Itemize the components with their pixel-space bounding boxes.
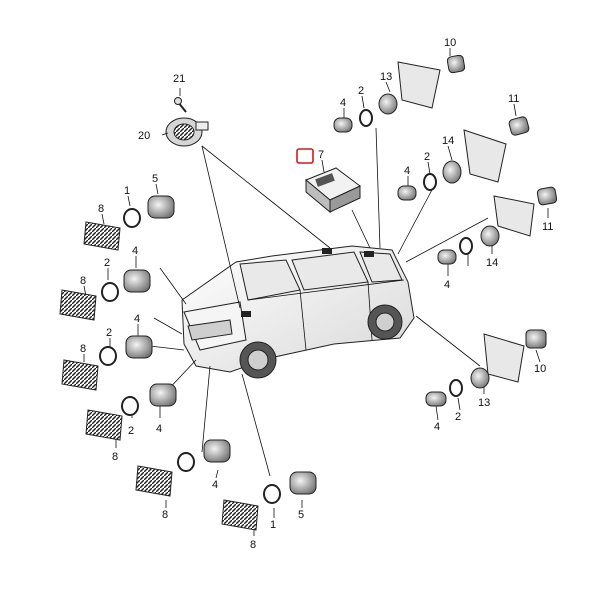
callout-20: 20 bbox=[138, 130, 150, 142]
callout-2-bottom: 2 bbox=[455, 411, 461, 423]
callout-8-left-d: 8 bbox=[112, 451, 118, 463]
callout-14-upper: 14 bbox=[442, 135, 454, 147]
callout-5-left-f: 5 bbox=[298, 509, 304, 521]
highlight-box bbox=[296, 148, 314, 164]
callout-4-bottom: 4 bbox=[434, 421, 440, 433]
callout-13-top: 13 bbox=[380, 71, 392, 83]
callout-7: 7 bbox=[318, 149, 324, 161]
screw-21 bbox=[174, 97, 187, 113]
callout-2-top: 2 bbox=[358, 85, 364, 97]
callout-10-bottom: 10 bbox=[534, 363, 546, 375]
callout-8-left-b: 8 bbox=[80, 275, 86, 287]
callout-2-upper: 2 bbox=[424, 151, 430, 163]
callout-labels: 21 20 7 10 13 2 4 11 14 2 4 11 14 4 10 1… bbox=[80, 37, 553, 551]
callout-4-left-e: 4 bbox=[212, 479, 218, 491]
callout-1-left-f: 1 bbox=[270, 519, 276, 531]
sensor-assembly-right-upper-mid bbox=[397, 116, 530, 201]
sensor-assembly-left-4 bbox=[85, 383, 177, 441]
control-module-7 bbox=[305, 167, 361, 214]
callout-2-left-c: 2 bbox=[106, 327, 112, 339]
callout-4-left-d: 4 bbox=[156, 423, 162, 435]
sensor-assembly-right-bottom bbox=[425, 329, 547, 407]
callout-4-left-c: 4 bbox=[134, 313, 140, 325]
vehicle-illustration bbox=[181, 245, 415, 379]
callout-14-lower: 14 bbox=[486, 257, 498, 269]
callout-5-left-a: 5 bbox=[152, 173, 158, 185]
callout-4-left-b: 4 bbox=[132, 245, 138, 257]
sensor-assembly-left-5 bbox=[135, 439, 231, 497]
callout-8-left-e: 8 bbox=[162, 509, 168, 521]
warning-buzzer-20 bbox=[165, 117, 209, 147]
callout-2-left-b: 2 bbox=[104, 257, 110, 269]
leader-lines bbox=[83, 48, 549, 536]
sensor-assembly-right-top bbox=[333, 54, 466, 133]
callout-10-top: 10 bbox=[444, 37, 456, 49]
callout-4-lower: 4 bbox=[444, 279, 450, 291]
callout-11-upper: 11 bbox=[508, 93, 519, 105]
callout-4-top: 4 bbox=[340, 97, 346, 109]
callout-4-upper: 4 bbox=[404, 165, 410, 177]
callout-11-lower: 11 bbox=[542, 221, 553, 233]
callout-8-left-c: 8 bbox=[80, 343, 86, 355]
callout-21: 21 bbox=[173, 73, 185, 85]
callout-1-left-a: 1 bbox=[124, 185, 130, 197]
sensor-assembly-left-6 bbox=[221, 471, 317, 531]
callout-8-left-f: 8 bbox=[250, 539, 256, 551]
sensor-assembly-right-lower-mid bbox=[437, 186, 558, 265]
callout-2-left-d: 2 bbox=[128, 425, 134, 437]
sensor-assembly-left-3 bbox=[61, 335, 153, 391]
callout-8-left-a: 8 bbox=[98, 203, 104, 215]
sensor-assembly-left-2 bbox=[59, 269, 151, 321]
sensor-assembly-left-1 bbox=[83, 195, 175, 251]
callout-13-bottom: 13 bbox=[478, 397, 490, 409]
